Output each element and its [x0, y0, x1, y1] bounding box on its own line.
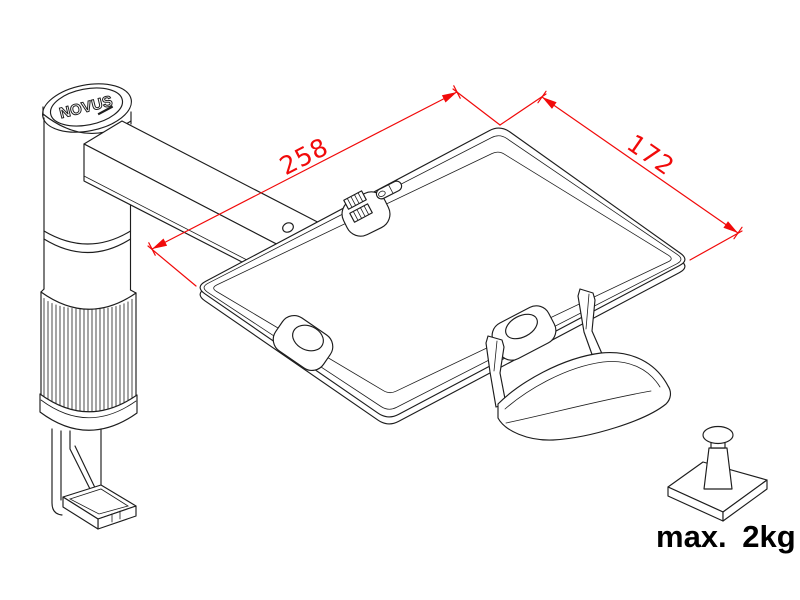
column-collar	[39, 393, 138, 431]
latch-grip-pad-lower	[349, 203, 373, 223]
bracket-left-hook	[485, 335, 507, 408]
brand-logo-text: NOVUS	[58, 93, 115, 123]
dimension-line	[541, 96, 739, 234]
right-pad-hole	[505, 313, 538, 340]
front-retainer-bracket	[485, 288, 672, 441]
cradle-surface-line	[504, 361, 661, 410]
desk-clamp	[51, 428, 137, 530]
arrowhead	[542, 97, 557, 109]
max-load-symbol: max. 2kg	[656, 425, 796, 554]
arrowhead	[723, 221, 738, 233]
dimension-ticks	[537, 90, 743, 240]
brand-logo-bar	[97, 105, 114, 116]
column-collar-seam	[40, 399, 137, 419]
extension-line	[147, 245, 197, 287]
cradle-front-line	[505, 390, 652, 424]
latch-slider-pill	[375, 180, 403, 200]
column-band-seam2	[43, 238, 132, 254]
extension-line	[689, 230, 743, 261]
arrowhead	[152, 238, 168, 249]
tray-rim-inner-line	[203, 135, 682, 410]
max-load-label: max. 2kg	[656, 519, 796, 554]
cap-outer-ellipse	[42, 83, 132, 133]
left-pad-body	[272, 314, 334, 372]
dimension-line	[151, 91, 458, 250]
column-ribs	[43, 297, 133, 425]
support-arm	[83, 120, 319, 263]
arm-screw-hole	[282, 222, 294, 233]
edge-latch	[341, 180, 403, 237]
extension-line	[452, 88, 501, 126]
clamp-foot-notches	[111, 510, 121, 523]
weight-icon	[667, 425, 768, 522]
column-band-seam	[43, 230, 132, 245]
tray-left-pad	[272, 314, 334, 372]
brand-logo: NOVUS	[57, 92, 115, 123]
dimension-label-172: 172	[622, 129, 680, 182]
mount-column: NOVUS	[39, 83, 138, 530]
extension-line	[499, 93, 547, 126]
column-ribbed-section	[40, 288, 137, 425]
dimension-ticks	[148, 85, 461, 256]
bracket-cradle	[497, 351, 672, 441]
arm-chamfer-line	[83, 175, 248, 261]
cap-logo-ring	[49, 87, 124, 127]
tray-surface-inner-line	[213, 151, 672, 394]
arrowhead	[441, 92, 457, 103]
dimension-label-258: 258	[275, 132, 333, 181]
left-pad-hole	[292, 324, 324, 352]
latch-grip-pad-upper	[343, 190, 367, 210]
